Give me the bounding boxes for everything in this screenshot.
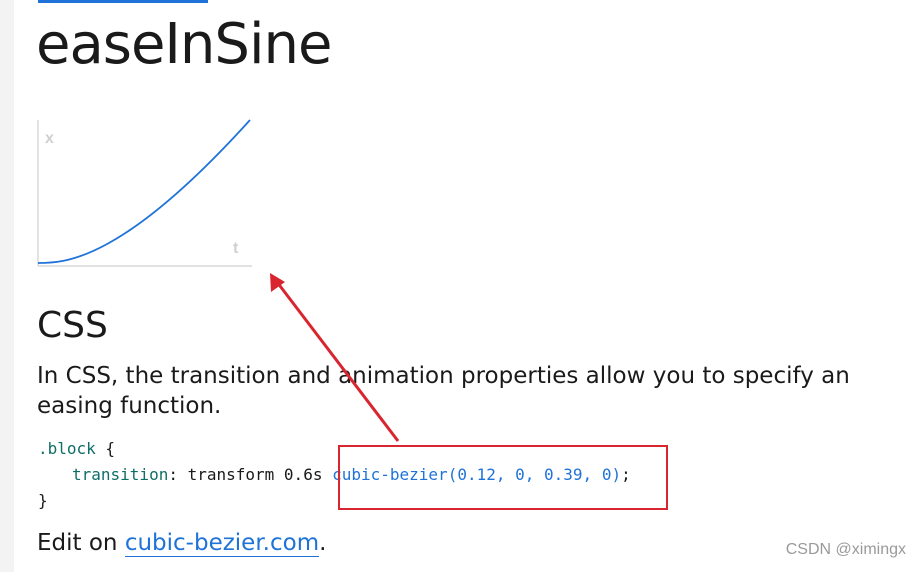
left-rule bbox=[0, 0, 14, 572]
top-accent-bar bbox=[38, 0, 208, 3]
code-property: transition bbox=[72, 465, 169, 484]
edit-prefix: Edit on bbox=[37, 530, 125, 556]
watermark: CSDN @ximingx bbox=[785, 541, 906, 558]
edit-line: Edit on cubic-bezier.com. bbox=[37, 528, 326, 558]
easing-graph: x t bbox=[36, 116, 254, 270]
code-open-brace: { bbox=[95, 439, 116, 458]
code-close-brace: } bbox=[38, 491, 48, 510]
graph-t-label: t bbox=[233, 240, 239, 257]
code-selector: .block bbox=[38, 439, 96, 458]
css-description: In CSS, the transition and animation pro… bbox=[37, 363, 850, 419]
code-cubic-bezier: cubic-bezier(0.12, 0, 0.39, 0) bbox=[332, 465, 622, 484]
css-heading: CSS bbox=[37, 305, 108, 346]
page-title: easeInSine bbox=[36, 12, 332, 77]
code-semicolon: ; bbox=[621, 465, 631, 484]
code-block: .block { transition: transform 0.6s cubi… bbox=[38, 436, 631, 514]
edit-suffix: . bbox=[319, 530, 327, 556]
highlight-box bbox=[338, 445, 668, 510]
graph-x-label: x bbox=[45, 130, 54, 147]
easing-curve bbox=[37, 119, 251, 264]
code-colon: : bbox=[168, 465, 188, 484]
code-value-prefix: transform 0.6s bbox=[187, 465, 333, 484]
cubic-bezier-link[interactable]: cubic-bezier.com bbox=[124, 530, 320, 557]
